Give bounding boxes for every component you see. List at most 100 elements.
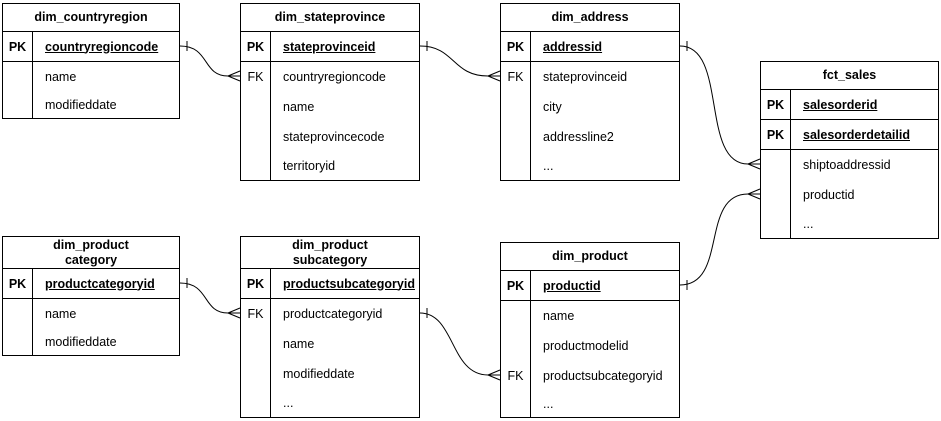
key-cell [241,329,271,359]
field-name: stateprovinceid [283,39,376,54]
key-cell [501,152,531,180]
key-cell [3,92,33,118]
crow-foot-icon [227,307,241,319]
field-name: name [283,100,315,114]
table-dim-productcategory[interactable]: dim_product category PK productcategoryi… [2,236,180,356]
table-row: city [501,92,679,122]
table-row: name [241,329,419,359]
field-name: territoryid [283,159,336,173]
key-cell [241,152,271,180]
field-name: city [543,100,562,114]
field-name: ... [543,159,554,173]
table-row: name [241,92,419,122]
field-name: productid [543,278,601,293]
table-row: name [501,301,679,331]
connector-product-fctsales[interactable] [679,193,749,286]
field-name: ... [543,397,554,411]
table-title: dim_product [501,243,679,271]
key-cell: FK [241,62,271,92]
key-cell [3,62,33,92]
table-title: dim_product category [3,237,179,269]
field-name: ... [803,217,814,231]
connector-address-fctsales[interactable] [679,45,749,165]
key-cell: PK [761,90,791,119]
field-name: productcategoryid [45,276,155,291]
table-row: stateprovincecode [241,122,419,152]
key-cell [501,92,531,122]
key-cell [241,92,271,122]
field-name: modifieddate [45,98,117,112]
table-row: productmodelid [501,331,679,361]
table-title-line: dim_product [292,237,368,252]
table-dim-productsubcategory[interactable]: dim_product subcategory PK productsubcat… [240,236,420,418]
table-row: modifieddate [3,328,179,355]
connector-stateprovince-address[interactable] [419,45,489,77]
field-name: productid [803,188,855,202]
crow-foot-icon [747,158,761,170]
table-title-line: dim_stateprovince [274,10,386,24]
field-name: modifieddate [45,334,117,349]
connector-countryregion-stateprovince[interactable] [179,45,229,77]
table-row: addressline2 [501,122,679,152]
table-row: modifieddate [3,92,179,118]
key-cell [241,359,271,389]
table-row: PK addressid [501,32,679,62]
table-row: PK countryregioncode [3,32,179,62]
field-name: countryregioncode [283,70,386,84]
crow-foot-icon [487,369,501,381]
key-cell [761,210,791,238]
key-cell [501,391,531,417]
table-dim-product[interactable]: dim_product PK productid name productmod… [500,242,680,418]
field-name: modifieddate [283,367,355,381]
key-cell [761,180,791,210]
crow-foot-icon [747,188,761,200]
table-row: FK countryregioncode [241,62,419,92]
field-name: productcategoryid [283,307,383,321]
key-cell: PK [241,269,271,298]
table-row: PK salesorderid [761,90,938,120]
field-name: name [543,309,575,323]
table-row: name [3,299,179,328]
field-name: salesorderid [803,97,878,112]
table-dim-stateprovince[interactable]: dim_stateprovince PK stateprovinceid FK … [240,3,420,181]
table-title-line: fct_sales [822,68,877,82]
field-name: stateprovincecode [283,130,385,144]
field-name: stateprovinceid [543,70,628,84]
key-cell: PK [241,32,271,61]
key-cell: FK [501,361,531,391]
table-title: dim_stateprovince [241,4,419,32]
table-title: fct_sales [761,62,938,90]
field-name: name [45,70,77,84]
table-row: ... [241,389,419,417]
key-cell [3,299,33,328]
table-row: PK productsubcategoryid [241,269,419,299]
table-title: dim_product subcategory [241,237,419,269]
field-name: productsubcategoryid [543,369,663,383]
table-row: PK productcategoryid [3,269,179,299]
table-row: PK salesorderdetailid [761,120,938,150]
field-name: addressid [543,39,603,54]
key-cell [761,150,791,180]
table-row: shiptoaddressid [761,150,938,180]
key-cell [3,328,33,355]
connector-productcategory-productsubcategory[interactable] [179,282,229,314]
table-title-line: subcategory [292,252,368,267]
key-cell: PK [501,271,531,300]
field-name: productmodelid [543,339,629,353]
key-cell [501,122,531,152]
table-fct-sales[interactable]: fct_sales PK salesorderid PK salesorderd… [760,61,939,239]
table-row: ... [501,152,679,180]
key-cell: PK [501,32,531,61]
key-cell: FK [241,299,271,329]
table-dim-countryregion[interactable]: dim_countryregion PK countryregioncode n… [2,3,180,119]
table-title-line: dim_countryregion [34,10,148,24]
table-dim-address[interactable]: dim_address PK addressid FK stateprovinc… [500,3,680,181]
table-row: FK stateprovinceid [501,62,679,92]
table-row: FK productcategoryid [241,299,419,329]
field-name: name [45,306,77,321]
crow-foot-icon [487,70,501,82]
connector-productsubcategory-product[interactable] [419,312,489,376]
field-name: productsubcategoryid [283,276,415,291]
key-cell [241,122,271,152]
